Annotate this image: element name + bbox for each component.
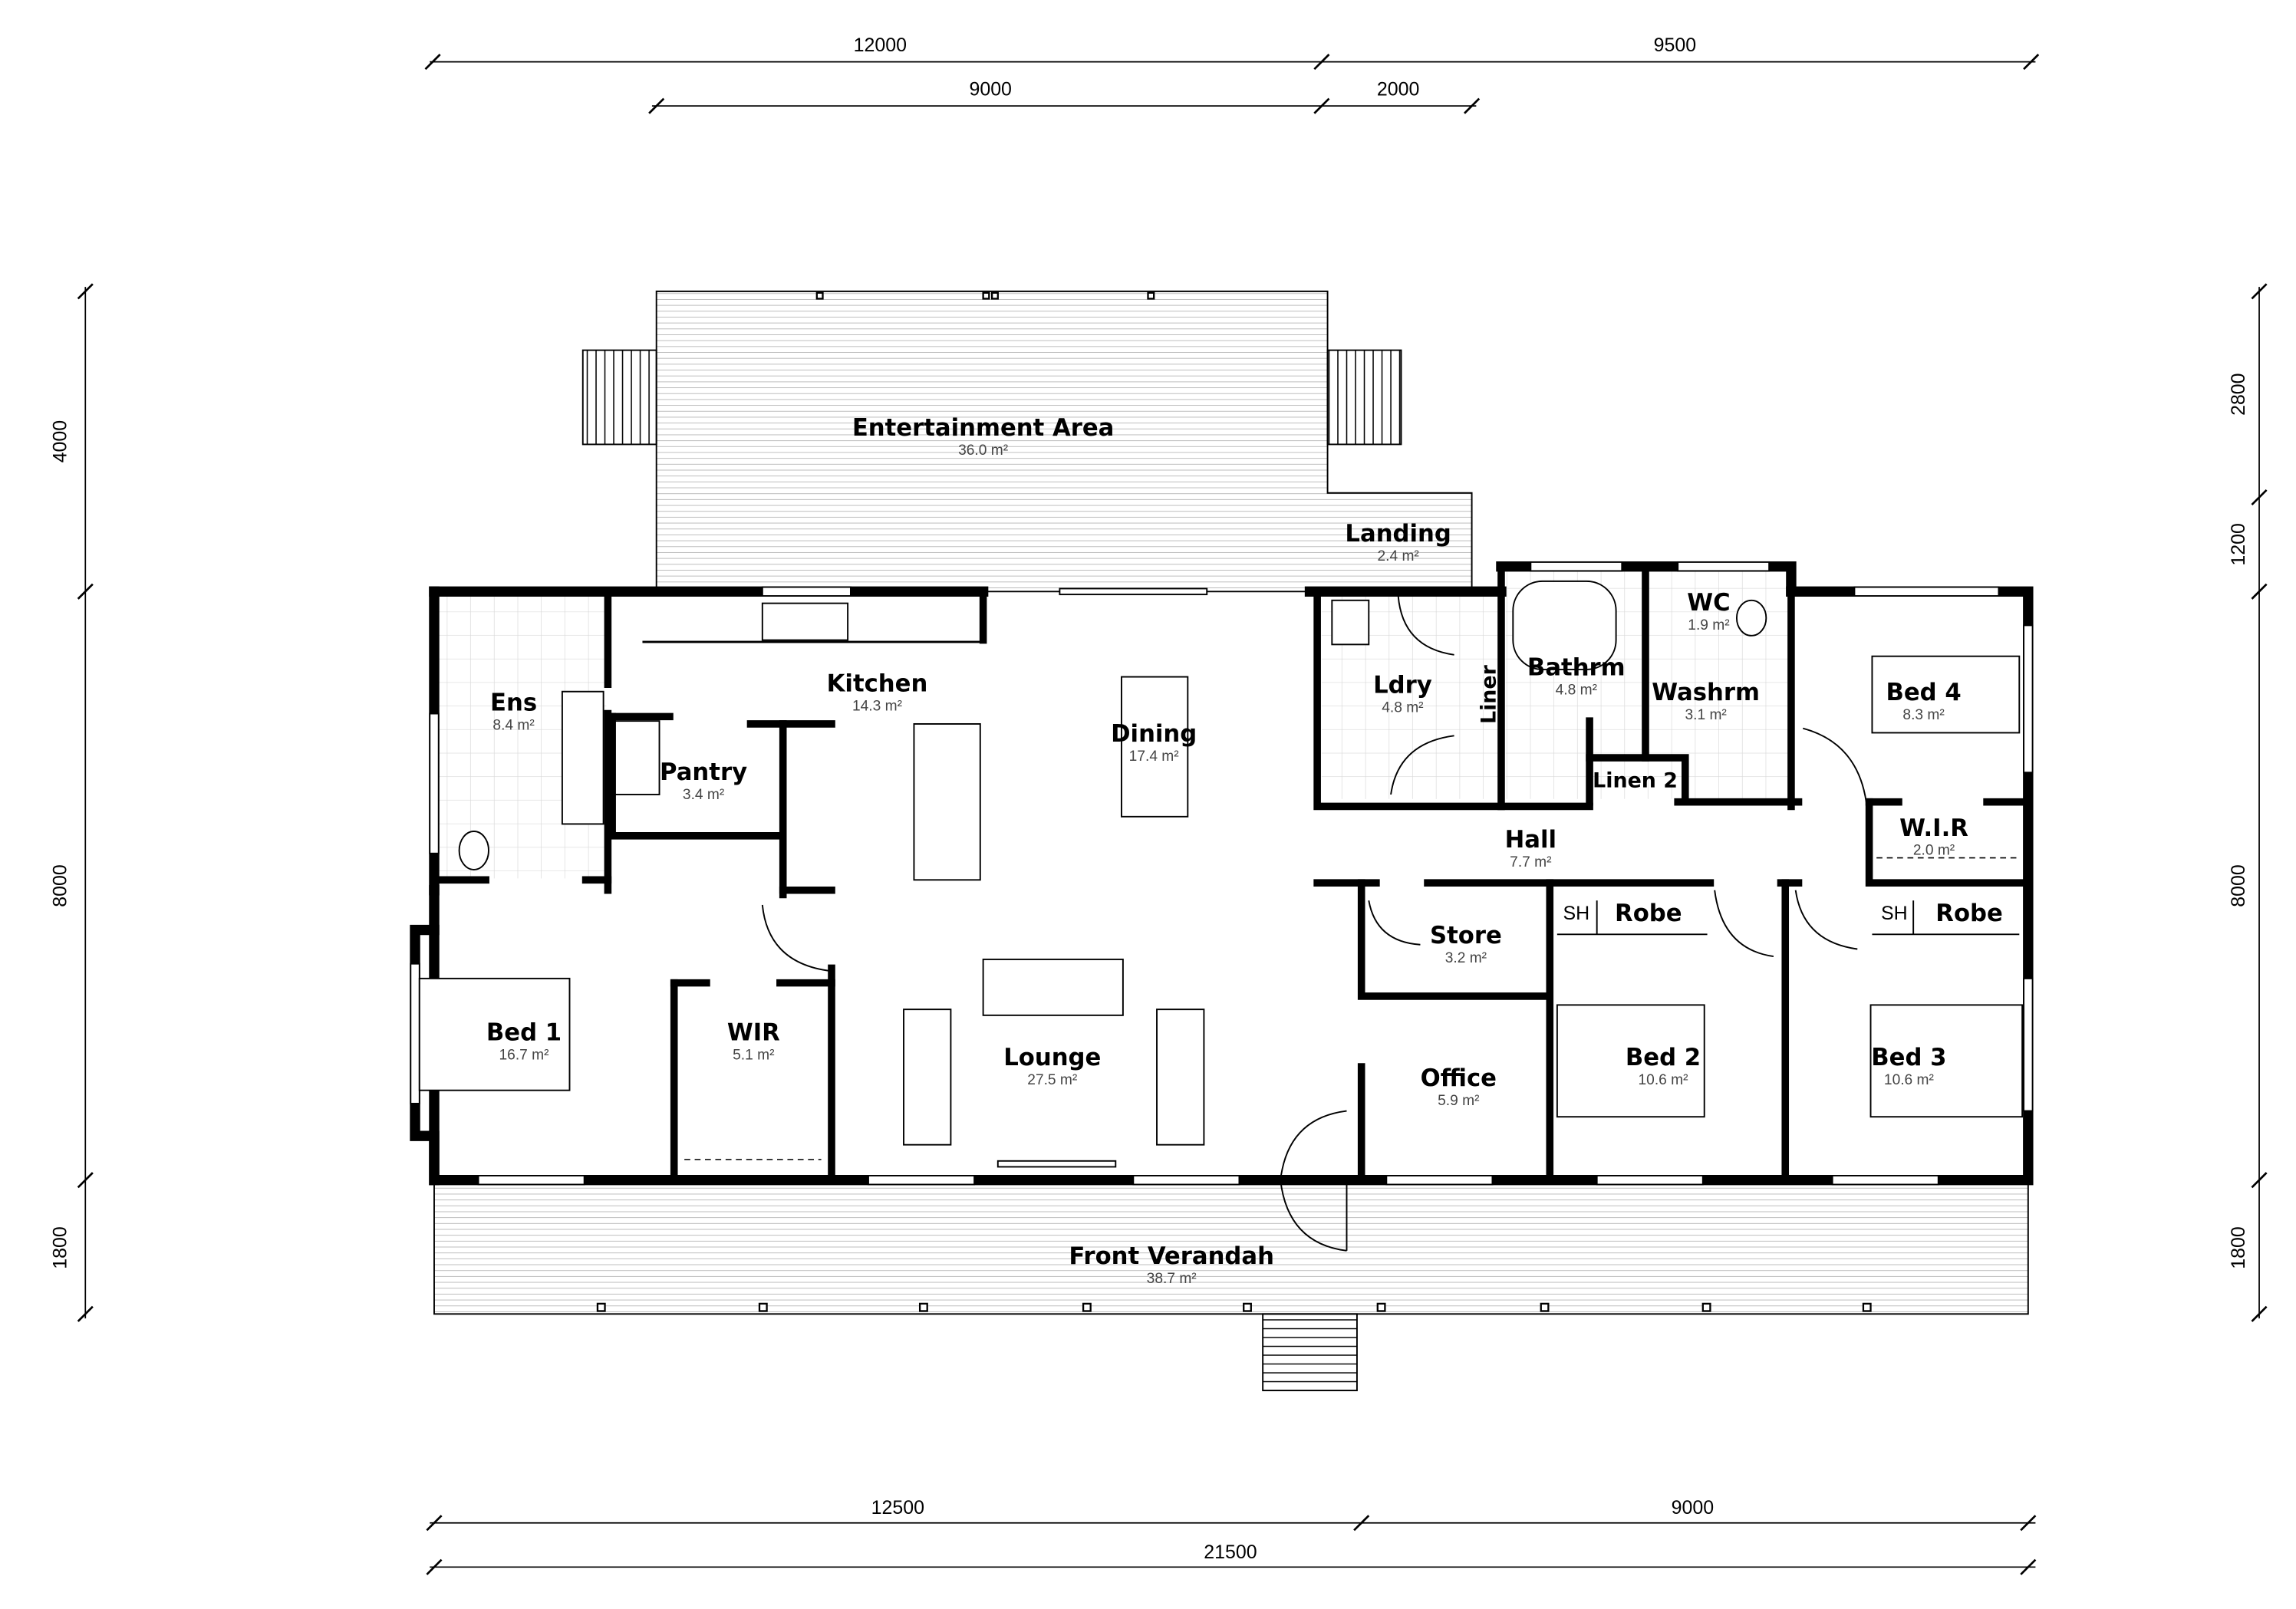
dim-top-2000: 2000	[1377, 79, 1419, 100]
room-name: Bathrm	[1527, 655, 1626, 682]
room-name: Landing	[1345, 521, 1451, 548]
room-name: Bed 3	[1871, 1045, 1946, 1071]
room-name: Ens	[490, 690, 537, 717]
room-area: 5.9 m²	[1438, 1093, 1480, 1109]
kitchen-bench	[642, 640, 984, 643]
room-name: Lounge	[1003, 1045, 1101, 1071]
room-name: Kitchen	[827, 671, 928, 698]
dim-right-2800: 2800	[2228, 373, 2249, 415]
fixtures	[418, 580, 2024, 1146]
room-name: WIR	[727, 1019, 780, 1046]
bed-2	[1556, 1004, 1705, 1118]
room-name: Bed 2	[1626, 1045, 1701, 1071]
room-labels: Entertainment Area 36.0 m² Landing 2.4 m…	[486, 415, 2003, 1287]
room-name: Dining	[1111, 721, 1197, 748]
dining-table	[1121, 676, 1189, 818]
room-name: Hall	[1505, 827, 1556, 854]
stairs-right	[1326, 349, 1402, 446]
bed-3	[1869, 1004, 2024, 1118]
room-area: 14.3 m²	[852, 699, 903, 715]
room-area: 27.5 m²	[1027, 1072, 1078, 1088]
shelf-label: SH	[1563, 903, 1590, 924]
room-name: Ldry	[1373, 673, 1432, 699]
fridge	[614, 720, 660, 796]
room-area: 3.4 m²	[683, 787, 725, 803]
room-name: Bed 4	[1886, 679, 1961, 706]
dim-right-1200: 1200	[2228, 523, 2249, 565]
dim-left-1800: 1800	[49, 1226, 71, 1268]
room-name: Washrm	[1652, 679, 1760, 706]
room-area: 7.7 m²	[1510, 854, 1552, 870]
wc-toilet	[1735, 599, 1767, 637]
dim-left-8000: 8000	[49, 864, 71, 907]
dim-right-1800: 1800	[2228, 1226, 2249, 1268]
room-area: 8.3 m²	[1902, 707, 1945, 723]
room-area: 10.6 m²	[1639, 1072, 1689, 1088]
dim-top-9000: 9000	[969, 79, 1011, 100]
room-name: Bed 1	[486, 1019, 562, 1046]
room-name: Entertainment Area	[852, 415, 1115, 442]
dim-left-4000: 4000	[49, 420, 71, 462]
tiled-floors	[438, 571, 1790, 879]
room-area: 1.9 m²	[1688, 617, 1730, 633]
stairs-left	[581, 349, 657, 446]
laundry-tub	[1331, 599, 1370, 646]
room-name: Front Verandah	[1069, 1243, 1274, 1270]
robe-label: Robe	[1615, 900, 1682, 927]
ens-vanity	[561, 690, 604, 825]
dim-bottom-12500: 12500	[871, 1497, 924, 1519]
room-area: 17.4 m²	[1129, 749, 1180, 765]
doors	[761, 595, 1867, 1252]
room-area: 2.0 m²	[1913, 843, 1955, 859]
kitchen-island	[913, 722, 981, 881]
room-area: 3.1 m²	[1685, 707, 1727, 723]
dim-top-9500: 9500	[1654, 35, 1696, 56]
armchair-right	[1156, 1009, 1205, 1146]
dim-right-8000: 8000	[2228, 864, 2249, 907]
room-name: WC	[1687, 590, 1730, 617]
linen2-label: Linen 2	[1593, 768, 1678, 792]
room-area: 5.1 m²	[733, 1047, 775, 1063]
room-area: 4.8 m²	[1556, 683, 1598, 699]
bathtub	[1512, 580, 1617, 670]
dim-bottom-21500: 21500	[1204, 1542, 1257, 1563]
room-area: 4.8 m²	[1382, 700, 1424, 716]
room-area: 3.2 m²	[1445, 950, 1487, 966]
room-area: 2.4 m²	[1377, 548, 1419, 564]
decking	[433, 290, 2029, 1392]
sofa	[982, 958, 1124, 1016]
room-name: Store	[1430, 923, 1502, 949]
room-area: 8.4 m²	[492, 718, 535, 734]
bed-4	[1871, 655, 2021, 734]
dim-top-12000: 12000	[854, 35, 907, 56]
room-area: 36.0 m²	[958, 443, 1009, 459]
room-area: 38.7 m²	[1147, 1271, 1197, 1287]
interior-walls	[430, 562, 2032, 1184]
room-area: 10.6 m²	[1884, 1072, 1935, 1088]
sink	[761, 602, 849, 641]
shelf-label: SH	[1881, 903, 1908, 924]
dim-bottom-9000: 9000	[1672, 1497, 1714, 1519]
ens-toilet	[458, 831, 489, 870]
room-name: W.I.R	[1899, 815, 1968, 842]
robe-label: Robe	[1935, 900, 2003, 927]
room-area: 16.7 m²	[499, 1047, 550, 1063]
bed-1	[418, 977, 571, 1091]
liner-label: Liner	[1477, 664, 1500, 724]
room-name: Pantry	[660, 759, 747, 786]
stairs-front	[1262, 1313, 1358, 1392]
windows	[410, 561, 2034, 1186]
armchair-left	[903, 1009, 952, 1146]
dimension-lines: 12000 9500 9000 2000 4000 8000 1800 2800…	[49, 35, 2268, 1575]
room-name: Office	[1421, 1065, 1497, 1092]
